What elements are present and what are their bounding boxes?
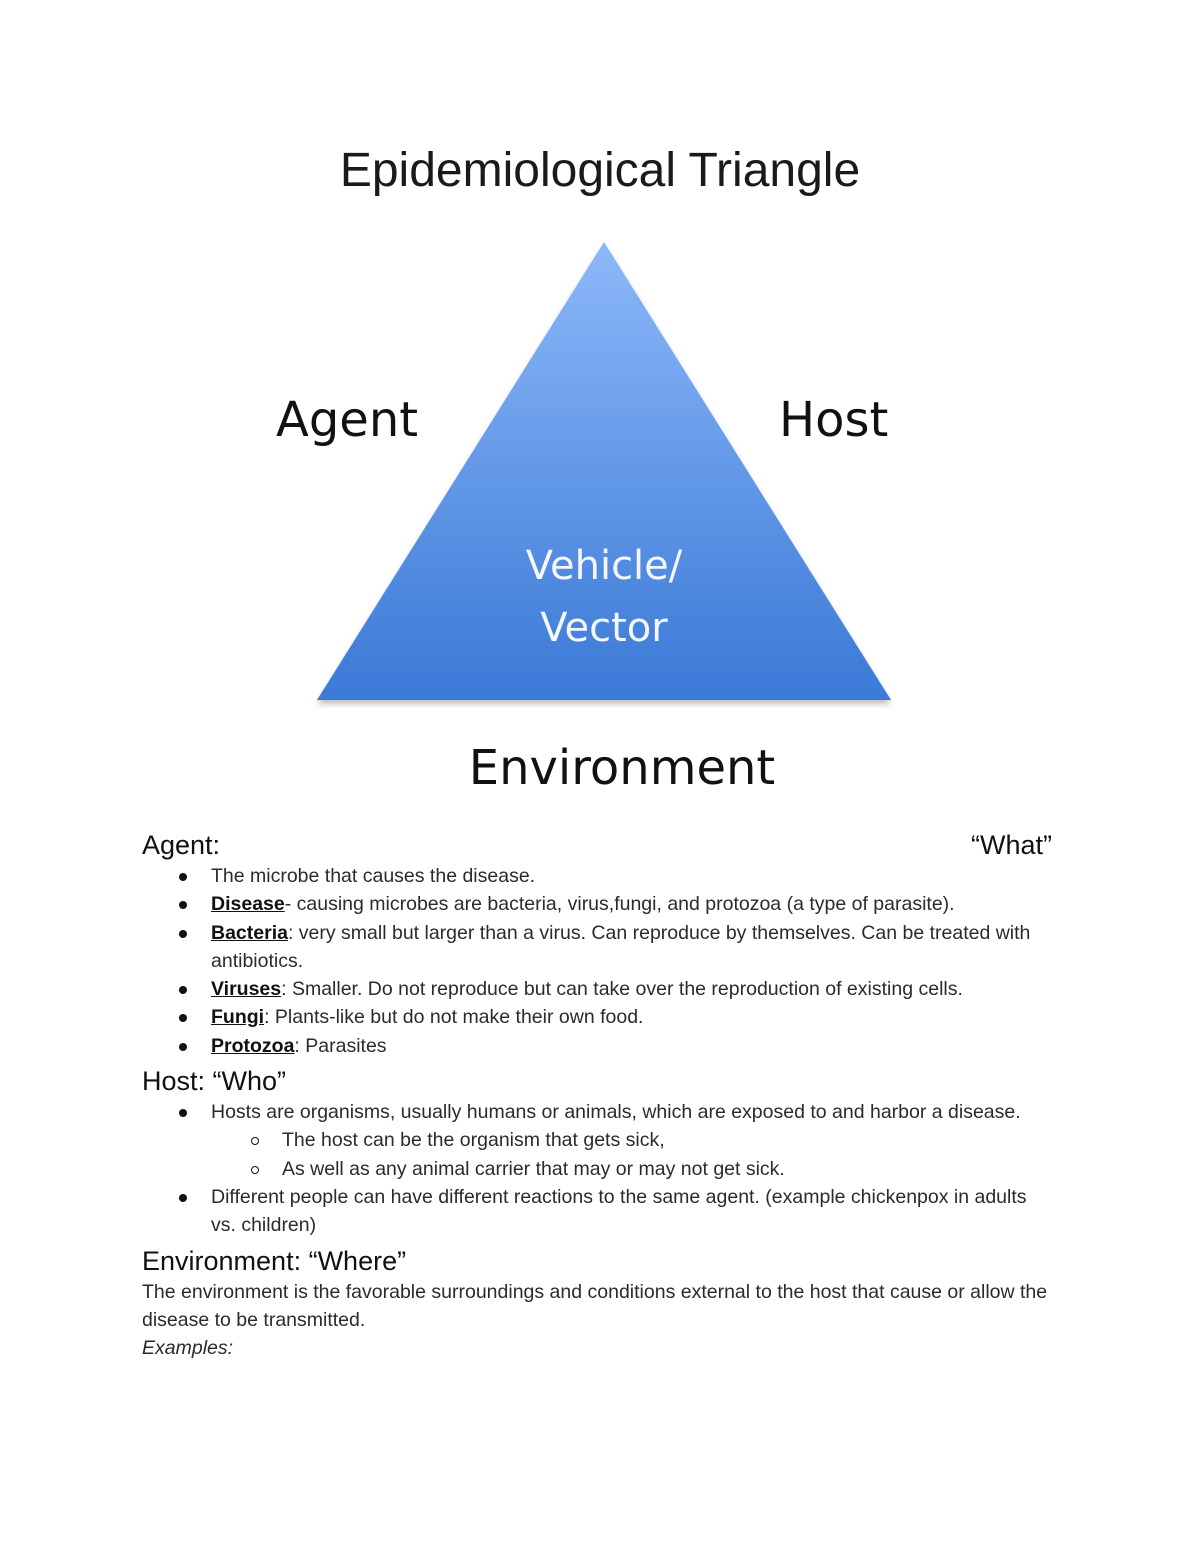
term-disease: Disease: [211, 893, 285, 916]
host-list: Hosts are organisms, usually humans or a…: [142, 1098, 1052, 1126]
item-text: - causing microbes are bacteria, virus,f…: [284, 893, 955, 916]
triangle-host-label: Host: [779, 392, 889, 448]
item-text: : Plants-like but do not make their own …: [264, 1006, 644, 1029]
list-item: Different people can have different reac…: [142, 1183, 1052, 1240]
center-label-line2: Vector: [540, 605, 668, 651]
epidemiological-triangle-diagram: Agent Host Environment Vehicle/ Vector: [0, 230, 1200, 830]
list-item: The host can be the organism that gets s…: [142, 1126, 1052, 1154]
term-bacteria: Bacteria: [211, 921, 288, 944]
list-item: Hosts are organisms, usually humans or a…: [142, 1098, 1052, 1126]
item-text: : Smaller. Do not reproduce but can take…: [281, 978, 963, 1001]
list-item: Bacteria: very small but larger than a v…: [142, 919, 1052, 976]
item-text: The microbe that causes the disease.: [211, 865, 536, 887]
triangle-shape: [317, 242, 891, 700]
triangle-agent-label: Agent: [276, 392, 419, 448]
item-text: The host can be the organism that gets s…: [282, 1129, 665, 1152]
list-item: Fungi: Plants-like but do not make their…: [142, 1003, 1052, 1031]
triangle-environment-label: Environment: [468, 740, 776, 796]
notes-content: Agent: “What” The microbe that causes th…: [142, 828, 1052, 1362]
list-item: Viruses: Smaller. Do not reproduce but c…: [142, 975, 1052, 1003]
page-title: Epidemiological Triangle: [339, 144, 861, 197]
environment-paragraph: The environment is the favorable surroun…: [142, 1280, 1048, 1331]
item-text: As well as any animal carrier that may o…: [282, 1157, 785, 1180]
host-sublist: The host can be the organism that gets s…: [142, 1126, 1052, 1183]
agent-heading-row: Agent: “What”: [142, 828, 1052, 862]
item-text: Hosts are organisms, usually humans or a…: [211, 1101, 1021, 1124]
term-viruses: Viruses: [211, 978, 282, 1001]
item-text: Different people can have different reac…: [211, 1185, 1027, 1237]
environment-heading: Environment: “Where”: [142, 1245, 407, 1276]
agent-tag: “What”: [971, 830, 1052, 860]
term-fungi: Fungi: [211, 1006, 265, 1029]
host-heading: Host: “Who”: [142, 1066, 287, 1097]
item-text: : Parasites: [294, 1034, 387, 1057]
agent-heading: Agent:: [142, 830, 221, 860]
term-protozoa: Protozoa: [211, 1034, 295, 1057]
list-item: Protozoa: Parasites: [142, 1032, 1052, 1060]
triangle-center-label: Vehicle/ Vector: [0, 535, 1200, 659]
triangle-graphic: [317, 242, 891, 700]
host-list-2: Different people can have different reac…: [142, 1183, 1052, 1240]
examples-label: Examples:: [142, 1337, 234, 1360]
item-text: : very small but larger than a virus. Ca…: [211, 921, 1031, 972]
list-item: The microbe that causes the disease.: [142, 862, 1052, 890]
list-item: As well as any animal carrier that may o…: [142, 1155, 1052, 1183]
agent-list: The microbe that causes the disease. Dis…: [142, 862, 1052, 1060]
center-label-line1: Vehicle/: [525, 543, 683, 589]
list-item: Disease- causing microbes are bacteria, …: [142, 890, 1052, 918]
